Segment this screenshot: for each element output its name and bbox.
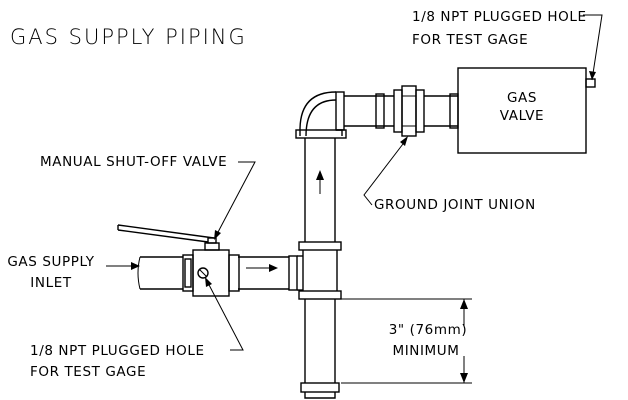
manual-shutoff-arrowhead [214,230,221,240]
gas-valve-label-2: VALVE [500,108,544,124]
supply-inlet-label-1: GAS SUPPLY [7,254,94,270]
bottom-test-gage-label-1: 1/8 NPT PLUGGED HOLE [30,343,205,359]
supply-inlet-label-2: INLET [30,275,72,291]
top-test-gage-arrowhead [589,71,596,80]
bottom-test-gage-label-2: FOR TEST GAGE [30,364,146,380]
diagram-title: GAS SUPPLY PIPING [10,25,247,49]
drip-leg [300,299,340,399]
ground-joint-union-label: GROUND JOINT UNION [374,197,536,213]
pipe-tee [288,241,342,300]
inlet-pipe [106,256,289,290]
valve-supply-pipe [335,85,459,137]
bottom-test-gage-leader [206,280,244,351]
manual-shutoff-label: MANUAL SHUT-OFF VALVE [40,154,227,170]
ground-joint-union-arrowhead [400,136,408,146]
gas-valve-box: GAS VALVE [457,67,596,154]
top-test-gage-leader [583,14,603,81]
manual-shutoff-valve [117,224,240,297]
minimum-dimension: 3" (76mm) MINIMUM [341,298,472,384]
ground-joint-union-leader [363,139,407,206]
top-test-gage-label-1: 1/8 NPT PLUGGED HOLE [412,9,587,25]
manual-shutoff-leader [216,161,256,235]
vertical-riser-pipe [304,138,336,242]
top-test-gage-label-2: FOR TEST GAGE [412,32,528,48]
gas-valve-label-1: GAS [507,90,537,106]
dimension-label-1: 3" (76mm) [389,322,468,338]
bottom-test-gage-arrowhead [205,277,212,287]
pipe-elbow [295,91,347,139]
dimension-label-2: MINIMUM [392,343,459,359]
